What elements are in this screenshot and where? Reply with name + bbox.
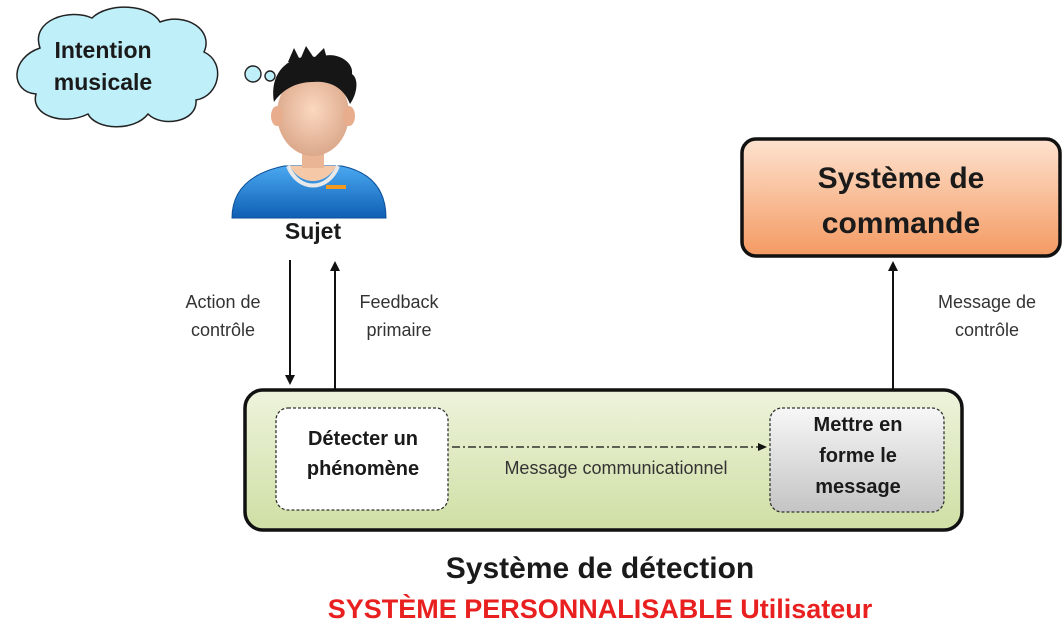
format-message-label: Mettre en forme le message bbox=[813, 414, 903, 498]
subject-label: Sujet bbox=[284, 218, 342, 244]
command-system-box bbox=[740, 137, 1062, 258]
thought-bubble-text: Intention musicale bbox=[53, 37, 153, 95]
communication-message-label: Message communicationnel bbox=[504, 458, 728, 478]
detection-system-title: Système de détection bbox=[445, 552, 755, 585]
thought-cloud bbox=[16, 6, 276, 128]
personalizable-system-subtitle: SYSTÈME PERSONNALISABLE Utilisateur bbox=[327, 594, 873, 624]
detect-phenomenon-label: Détecter un phénomène bbox=[306, 428, 420, 480]
control-message-label: Message de contrôle bbox=[937, 292, 1037, 340]
action-arrow-label: Action de contrôle bbox=[185, 292, 261, 340]
feedback-arrow-label: Feedback primaire bbox=[359, 292, 439, 340]
detect-phenomenon-box bbox=[275, 407, 449, 511]
subject-person-icon bbox=[231, 46, 387, 219]
command-system-label: Système de commande bbox=[817, 162, 985, 240]
format-message-box bbox=[769, 407, 945, 513]
